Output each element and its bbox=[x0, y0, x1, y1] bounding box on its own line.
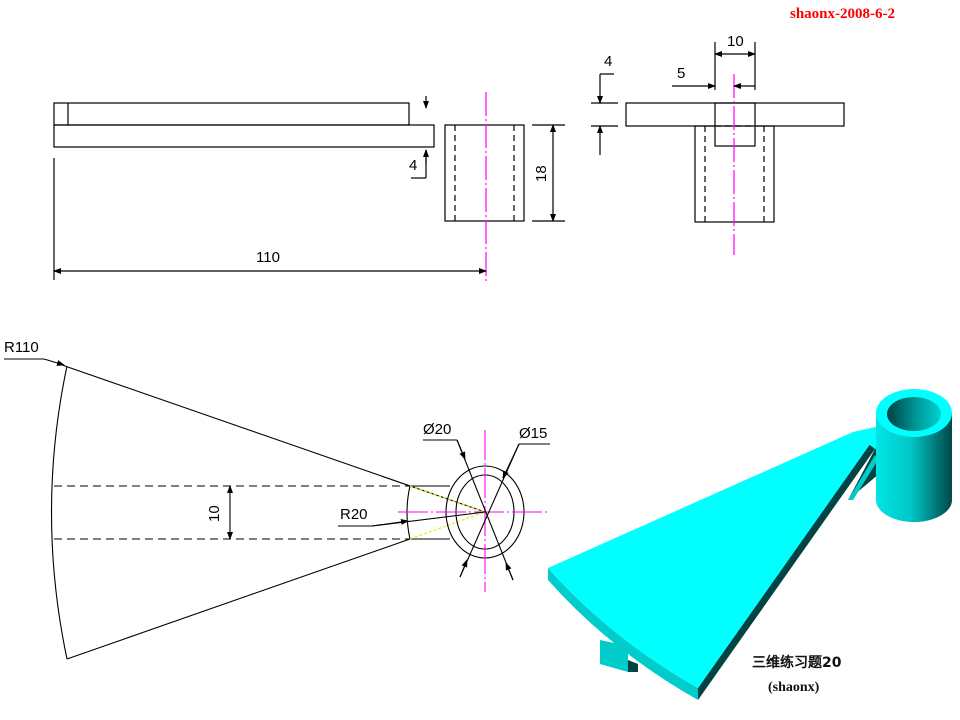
top-dim-outer-diameter: Ø20 bbox=[423, 421, 451, 438]
top-dim-inner-diameter: Ø15 bbox=[519, 425, 547, 442]
front-dim-length: 110 bbox=[256, 249, 280, 266]
isometric-render bbox=[548, 389, 952, 700]
sector-lower-edge bbox=[66, 538, 411, 660]
front-boss bbox=[444, 124, 525, 222]
sector-upper-edge bbox=[61, 364, 486, 513]
front-view bbox=[53, 92, 565, 283]
front-plate-upper bbox=[53, 102, 410, 126]
side-dim-offset: 5 bbox=[677, 65, 685, 82]
side-view bbox=[591, 42, 845, 255]
render-cylinder-hole bbox=[887, 397, 941, 431]
credit-label: shaonx-2008-6-2 bbox=[790, 6, 896, 22]
top-dim-inner-radius: R20 bbox=[340, 506, 368, 523]
front-dim-height: 18 bbox=[533, 165, 550, 182]
side-dim-thickness: 4 bbox=[604, 53, 612, 70]
top-dim-width: 10 bbox=[206, 505, 223, 522]
side-slot bbox=[714, 102, 756, 147]
sector-outer-arc bbox=[50, 365, 68, 660]
top-dim-outer-radius: R110 bbox=[4, 339, 39, 356]
side-plate bbox=[625, 102, 845, 127]
top-view bbox=[4, 358, 550, 660]
render-cylinder-body bbox=[876, 413, 952, 522]
front-plate-lower bbox=[53, 124, 435, 148]
front-dim-thickness: 4 bbox=[409, 157, 417, 174]
side-dim-slot-width: 10 bbox=[727, 33, 744, 50]
caption-author: (shaonx) bbox=[768, 680, 820, 695]
caption-title: 三维练习题20 bbox=[752, 655, 842, 671]
render-plate-top bbox=[548, 432, 875, 688]
render-plate-edge bbox=[548, 568, 698, 700]
render-plate-dark-side bbox=[698, 437, 875, 700]
